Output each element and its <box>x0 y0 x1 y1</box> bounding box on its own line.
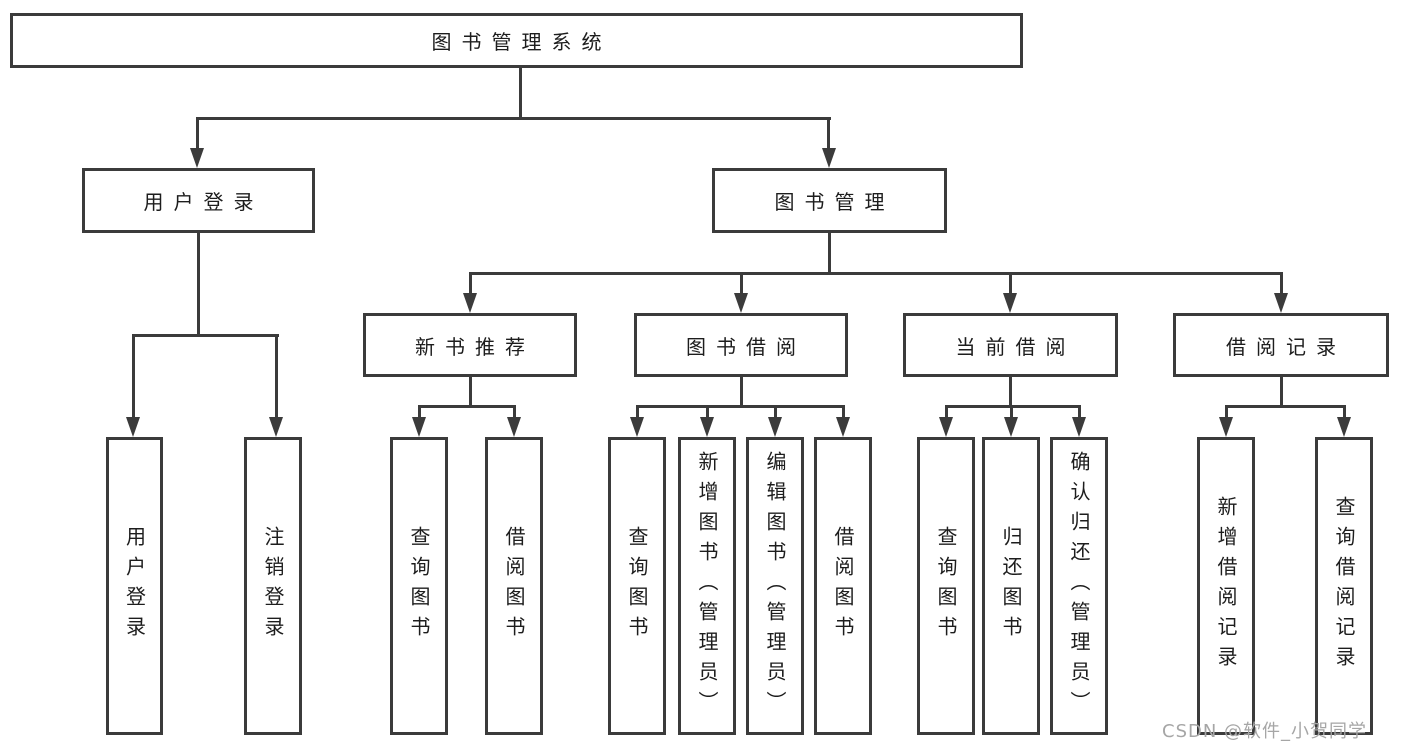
leaf-newbooks-query: 查询图书 <box>390 437 448 735</box>
arrow-down-icon <box>1274 293 1288 313</box>
connector-userlogin-stem <box>197 233 200 337</box>
leaf-newbooks-query-label: 查询图书 <box>407 526 431 646</box>
connector-bookborrow-drop-4 <box>842 405 845 421</box>
arrow-down-icon <box>734 293 748 313</box>
arrow-down-icon <box>126 417 140 437</box>
connector-bookborrow-drop-2 <box>706 405 709 421</box>
leaf-logout-label: 注销登录 <box>261 526 285 646</box>
connector-bookmgmt-drop-2 <box>740 272 743 297</box>
connector-currentborrow-drop-3 <box>1078 405 1081 421</box>
arrow-down-icon <box>463 293 477 313</box>
connector-currentborrow-drop-1 <box>945 405 948 421</box>
node-current-borrow: 当前借阅 <box>903 313 1118 377</box>
node-current-borrow-label: 当前借阅 <box>955 334 1076 359</box>
connector-bookmgmt-drop-4 <box>1280 272 1283 297</box>
arrow-down-icon <box>1219 417 1233 437</box>
leaf-records-add: 新增借阅记录 <box>1197 437 1255 735</box>
node-borrow-records-label: 借阅记录 <box>1226 334 1346 359</box>
leaf-current-confirm-return-admin-label: 确认归还（管理员） <box>1067 451 1091 721</box>
node-root: 图书管理系统 <box>10 13 1023 68</box>
node-book-borrow: 图书借阅 <box>634 313 848 377</box>
leaf-borrow-book: 借阅图书 <box>814 437 872 735</box>
leaf-user-login-label: 用户登录 <box>122 526 147 646</box>
connector-userlogin-hline <box>132 334 279 337</box>
connector-currentborrow-drop-2 <box>1010 405 1013 421</box>
leaf-current-return: 归还图书 <box>982 437 1040 735</box>
connector-newbooks-hline <box>418 405 516 408</box>
arrow-down-icon <box>412 417 426 437</box>
node-book-management-label: 图书管理 <box>774 190 895 214</box>
leaf-current-query: 查询图书 <box>917 437 975 735</box>
arrow-down-icon <box>939 417 953 437</box>
connector-bookborrow-drop-1 <box>636 405 639 421</box>
connector-bookmgmt-hline <box>469 272 1283 275</box>
arrow-down-icon <box>1004 417 1018 437</box>
leaf-newbooks-borrow: 借阅图书 <box>485 437 543 735</box>
leaf-logout: 注销登录 <box>244 437 302 735</box>
connector-root-hline <box>196 117 831 120</box>
node-book-management: 图书管理 <box>712 168 947 233</box>
leaf-current-confirm-return-admin: 确认归还（管理员） <box>1050 437 1108 735</box>
leaf-borrow-add-admin: 新增图书（管理员） <box>678 437 736 735</box>
leaf-borrow-query: 查询图书 <box>608 437 666 735</box>
node-user-login-label: 用户登录 <box>143 190 264 214</box>
arrow-down-icon <box>1337 417 1351 437</box>
arrow-down-icon <box>1072 417 1086 437</box>
connector-currentborrow-stem <box>1009 377 1012 408</box>
arrow-down-icon <box>269 417 283 437</box>
arrow-down-icon <box>700 417 714 437</box>
connector-newbooks-drop-2 <box>513 405 516 421</box>
arrow-down-icon <box>190 148 204 168</box>
arrow-down-icon <box>507 417 521 437</box>
connector-userlogin-drop-2 <box>275 334 278 420</box>
connector-borrowrecords-drop-2 <box>1343 405 1346 421</box>
arrow-down-icon <box>1003 293 1017 313</box>
leaf-records-query-label: 查询借阅记录 <box>1332 496 1356 676</box>
leaf-borrow-edit-admin: 编辑图书（管理员） <box>746 437 804 735</box>
leaf-records-add-label: 新增借阅记录 <box>1214 496 1238 676</box>
leaf-current-return-label: 归还图书 <box>999 526 1023 646</box>
connector-bookborrow-stem <box>740 377 743 408</box>
connector-bookmgmt-drop-1 <box>469 272 472 297</box>
connector-bookmgmt-drop-3 <box>1009 272 1012 297</box>
leaf-user-login: 用户登录 <box>106 437 163 735</box>
leaf-current-query-label: 查询图书 <box>934 526 958 646</box>
arrow-down-icon <box>768 417 782 437</box>
connector-borrowrecords-stem <box>1280 377 1283 408</box>
connector-root-drop-right <box>827 117 830 153</box>
node-user-login: 用户登录 <box>82 168 315 233</box>
node-new-book-recommend-label: 新书推荐 <box>415 334 535 359</box>
leaf-borrow-add-admin-label: 新增图书（管理员） <box>695 451 719 721</box>
node-book-borrow-label: 图书借阅 <box>686 334 806 359</box>
leaf-newbooks-borrow-label: 借阅图书 <box>502 526 526 646</box>
connector-bookborrow-hline <box>636 405 845 408</box>
node-new-book-recommend: 新书推荐 <box>363 313 577 377</box>
connector-userlogin-drop-1 <box>132 334 135 420</box>
watermark: CSDN @软件_小贺同学 <box>1162 721 1368 742</box>
connector-newbooks-drop-1 <box>418 405 421 421</box>
connector-bookborrow-drop-3 <box>774 405 777 421</box>
arrow-down-icon <box>822 148 836 168</box>
leaf-borrow-book-label: 借阅图书 <box>831 526 855 646</box>
connector-borrowrecords-hline <box>1225 405 1346 408</box>
leaf-borrow-query-label: 查询图书 <box>625 526 649 646</box>
connector-bookmgmt-stem <box>828 233 831 275</box>
connector-root-drop-left <box>196 117 199 153</box>
node-borrow-records: 借阅记录 <box>1173 313 1389 377</box>
arrow-down-icon <box>836 417 850 437</box>
arrow-down-icon <box>630 417 644 437</box>
connector-borrowrecords-drop-1 <box>1225 405 1228 421</box>
connector-currentborrow-hline <box>945 405 1081 408</box>
connector-root-stem <box>519 68 522 120</box>
leaf-borrow-edit-admin-label: 编辑图书（管理员） <box>763 451 787 721</box>
node-root-label: 图书管理系统 <box>431 30 612 54</box>
connector-newbooks-stem <box>469 377 472 408</box>
leaf-records-query: 查询借阅记录 <box>1315 437 1373 735</box>
